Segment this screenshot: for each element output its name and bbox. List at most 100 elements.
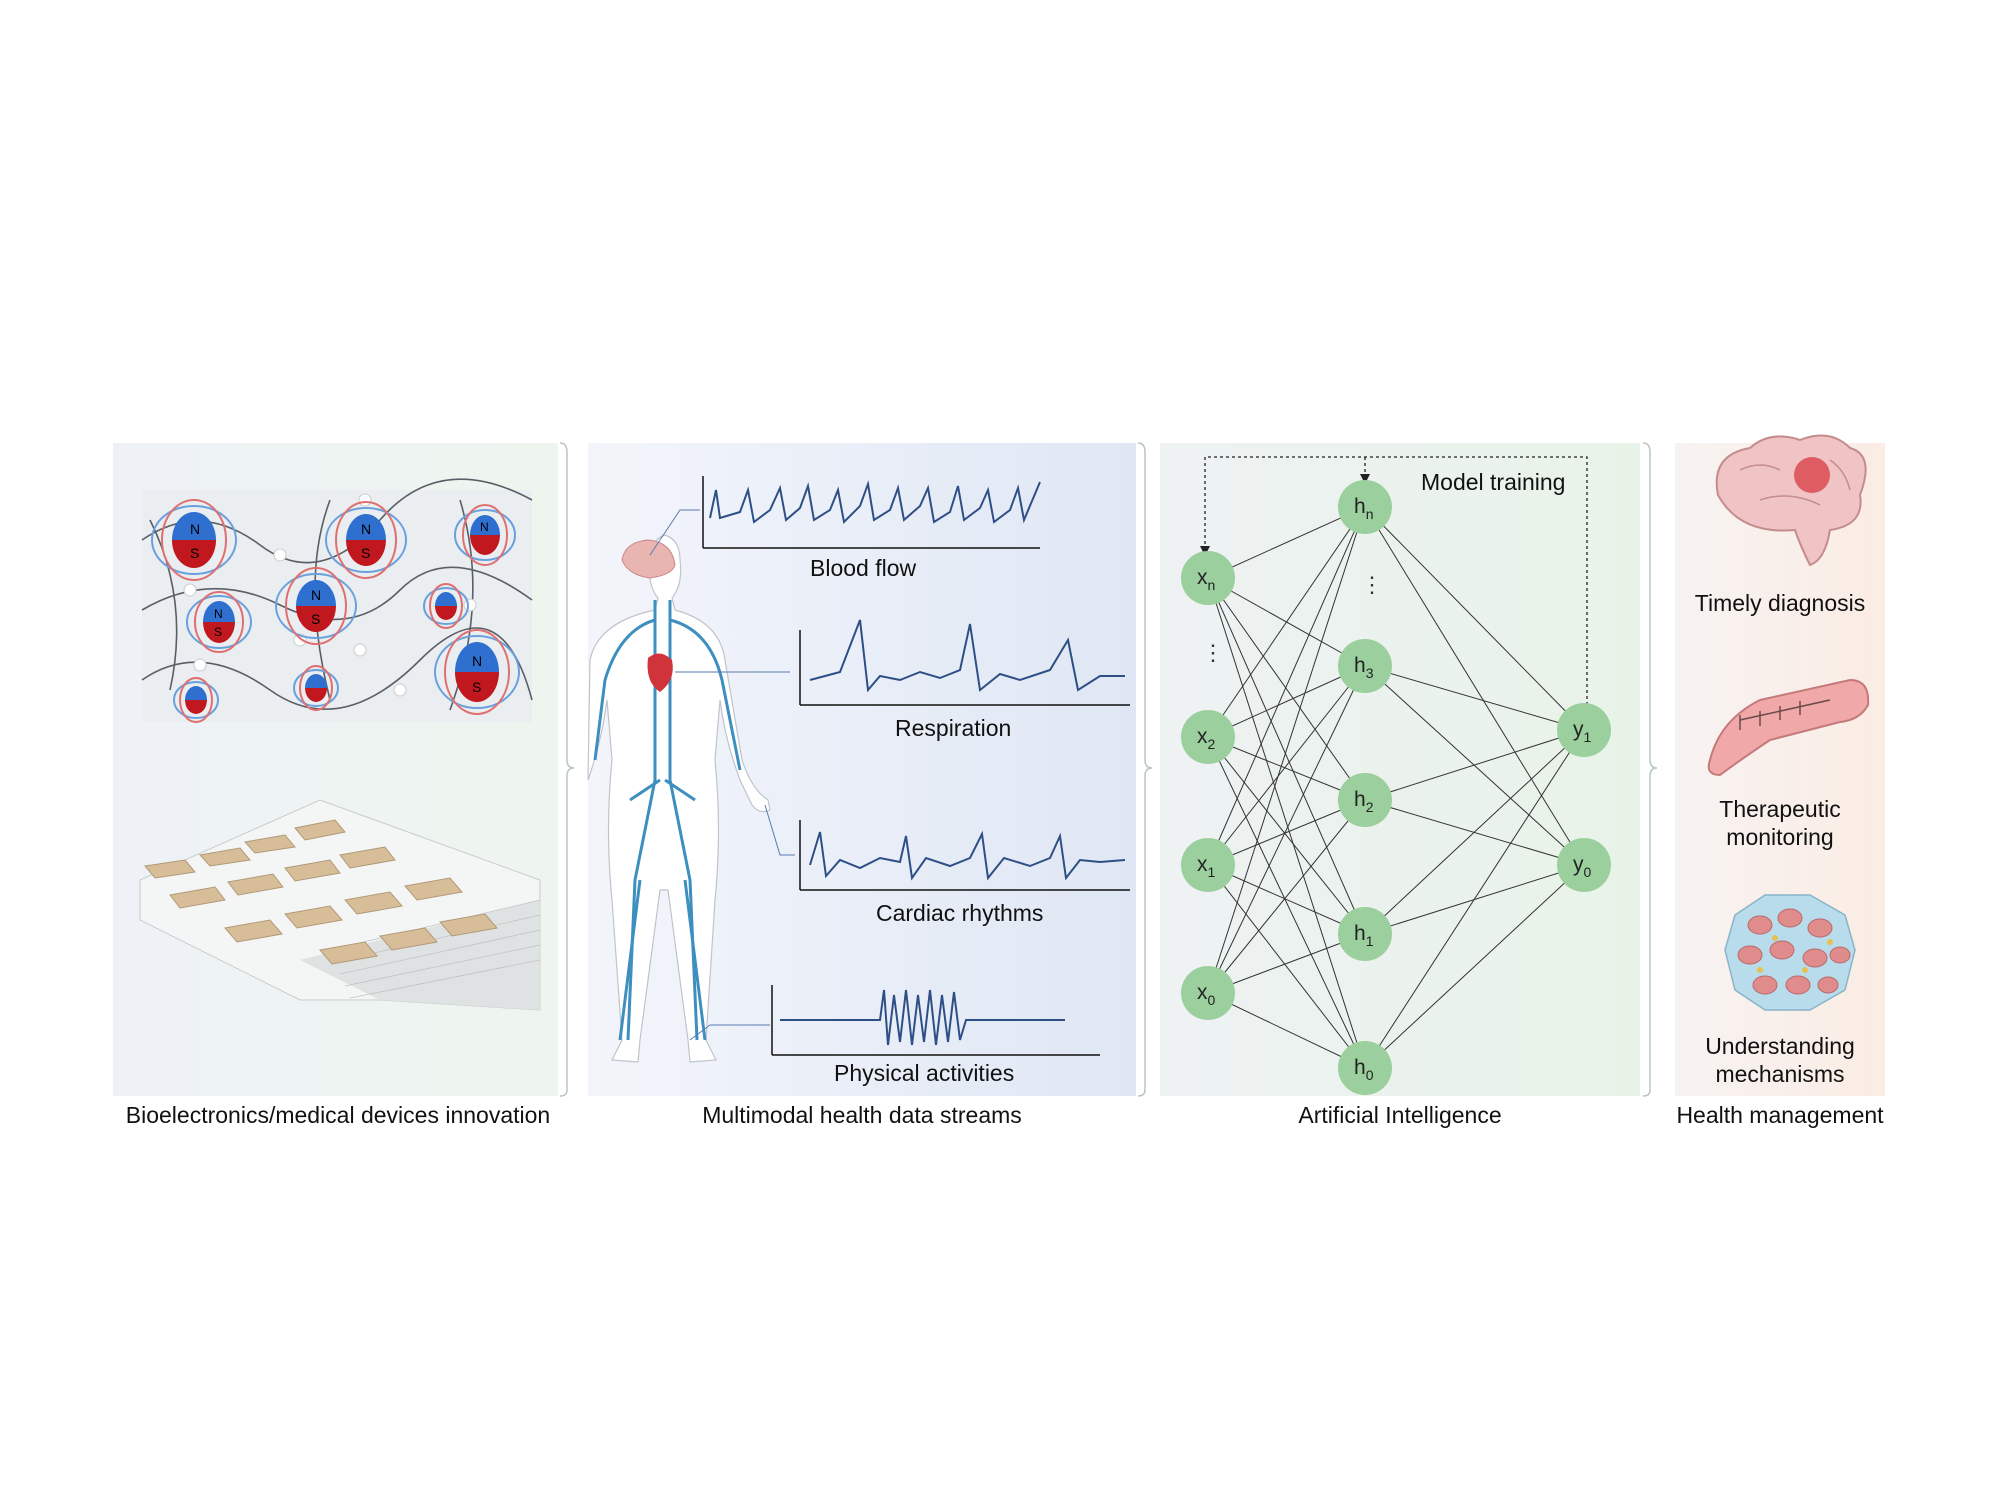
network-edge bbox=[1364, 506, 1585, 866]
blood-vessels bbox=[593, 600, 742, 1041]
signal-plot-cardiac-rhythms bbox=[799, 820, 1130, 891]
hidden-node: h3 bbox=[1338, 639, 1392, 693]
signal-plot-respiration bbox=[799, 619, 1130, 706]
magnet-n-label: N bbox=[361, 521, 371, 537]
hidden-node: h2 bbox=[1338, 773, 1392, 827]
output-node: y0 bbox=[1557, 838, 1611, 892]
health-item-line: Timely diagnosis bbox=[1694, 590, 1866, 616]
magnetic-network-illustration: N S N S N N S N bbox=[141, 478, 533, 723]
output-node: y1 bbox=[1557, 703, 1611, 757]
signal-label-blood-flow: Blood flow bbox=[810, 555, 917, 581]
brain-icon bbox=[1715, 434, 1867, 567]
magnet-dipole bbox=[173, 677, 219, 723]
health-item-monitoring: Therapeutic monitoring bbox=[1690, 795, 1870, 851]
network-edge bbox=[1207, 506, 1366, 738]
input-node: x2 bbox=[1181, 710, 1235, 764]
hidden-node: hn bbox=[1338, 480, 1392, 534]
caption-ai: Artificial Intelligence bbox=[1298, 1102, 1502, 1128]
network-edge bbox=[1364, 729, 1585, 801]
health-item-diagnosis: Timely diagnosis bbox=[1690, 590, 1870, 617]
network-edge bbox=[1207, 506, 1366, 994]
magnet-n-label: N bbox=[472, 653, 482, 669]
network-edge bbox=[1207, 736, 1366, 935]
network-edge bbox=[1207, 577, 1366, 1069]
magnet-s-label: S bbox=[472, 679, 481, 695]
magnet-dipole: N S bbox=[275, 567, 357, 645]
human-body-illustration bbox=[587, 534, 771, 1063]
network-edges bbox=[1207, 506, 1585, 1069]
node-circle bbox=[1181, 551, 1235, 605]
health-item-mechanisms: Understanding mechanisms bbox=[1690, 1032, 1870, 1088]
magnet-dipoles: N S N S N N S N bbox=[151, 499, 520, 723]
tissue-cells-icon bbox=[1724, 894, 1856, 1011]
magnet-dipole bbox=[423, 583, 469, 629]
network-edge bbox=[1207, 665, 1366, 738]
node-circle bbox=[1338, 773, 1392, 827]
node-circle bbox=[1181, 838, 1235, 892]
input-node: x1 bbox=[1181, 838, 1235, 892]
network-edge bbox=[1207, 577, 1366, 801]
network-edge bbox=[1364, 665, 1585, 731]
network-edge bbox=[1207, 665, 1366, 866]
magnet-n-label: N bbox=[214, 607, 223, 621]
magnet-n-label: N bbox=[190, 521, 200, 537]
input-ellipsis: ⋮ bbox=[1202, 640, 1224, 665]
network-edge bbox=[1207, 506, 1366, 579]
input-node: x0 bbox=[1181, 966, 1235, 1020]
signal-plot-blood-flow bbox=[702, 476, 1041, 549]
network-edge bbox=[1207, 736, 1366, 1069]
training-feedback-loop bbox=[1204, 456, 1588, 705]
magnet-s-label: S bbox=[190, 545, 199, 561]
node-circle bbox=[1338, 907, 1392, 961]
magnet-dipole: N S bbox=[434, 629, 520, 715]
network-edge bbox=[1207, 577, 1366, 935]
signal-label-physical-activities: Physical activities bbox=[834, 1060, 1015, 1086]
magnet-dipole: N bbox=[454, 504, 516, 566]
sensor-patch-array-illustration bbox=[139, 799, 541, 1011]
magnet-dipole: N S bbox=[186, 591, 252, 653]
ai-panel bbox=[1160, 443, 1640, 1096]
network-edge bbox=[1207, 665, 1366, 994]
network-edge bbox=[1364, 729, 1585, 935]
health-item-line: mechanisms bbox=[1715, 1061, 1845, 1087]
network-edge bbox=[1207, 992, 1366, 1069]
magnet-dipole: N S bbox=[151, 499, 237, 581]
magnet-n-label: N bbox=[480, 520, 489, 534]
caption-devices: Bioelectronics/medical devices innovatio… bbox=[125, 1102, 551, 1128]
signal-label-cardiac-rhythms: Cardiac rhythms bbox=[876, 900, 1044, 926]
node-circle bbox=[1338, 639, 1392, 693]
network-edge bbox=[1207, 506, 1366, 866]
signal-label-respiration: Respiration bbox=[895, 715, 1012, 741]
node-circle bbox=[1338, 1041, 1392, 1095]
hidden-node: h1 bbox=[1338, 907, 1392, 961]
node-circle bbox=[1557, 838, 1611, 892]
network-edge bbox=[1207, 736, 1366, 801]
heart-icon bbox=[647, 653, 673, 692]
hidden-ellipsis: ⋮ bbox=[1361, 572, 1383, 597]
health-item-line: Understanding bbox=[1705, 1033, 1855, 1059]
network-edge bbox=[1207, 933, 1366, 994]
network-edge bbox=[1364, 506, 1585, 731]
node-circle bbox=[1181, 966, 1235, 1020]
stomach-tissue-icon bbox=[1707, 678, 1870, 777]
node-circle bbox=[1181, 710, 1235, 764]
magnet-dipole: N S bbox=[325, 501, 407, 579]
node-circle bbox=[1557, 703, 1611, 757]
hidden-node: h0 bbox=[1338, 1041, 1392, 1095]
network-edge bbox=[1207, 799, 1366, 994]
model-training-label: Model training bbox=[1421, 469, 1565, 495]
network-edge bbox=[1207, 864, 1366, 1069]
magnet-dipole bbox=[293, 665, 339, 711]
caption-data-streams: Multimodal health data streams bbox=[702, 1102, 1022, 1128]
network-edge bbox=[1364, 864, 1585, 1069]
network-edge bbox=[1364, 729, 1585, 1069]
network-edge bbox=[1207, 799, 1366, 866]
network-edge bbox=[1207, 864, 1366, 935]
magnet-s-label: S bbox=[214, 625, 222, 639]
health-item-line: monitoring bbox=[1726, 824, 1834, 850]
caption-health: Health management bbox=[1676, 1102, 1884, 1128]
panel-brackets bbox=[559, 442, 1658, 1097]
